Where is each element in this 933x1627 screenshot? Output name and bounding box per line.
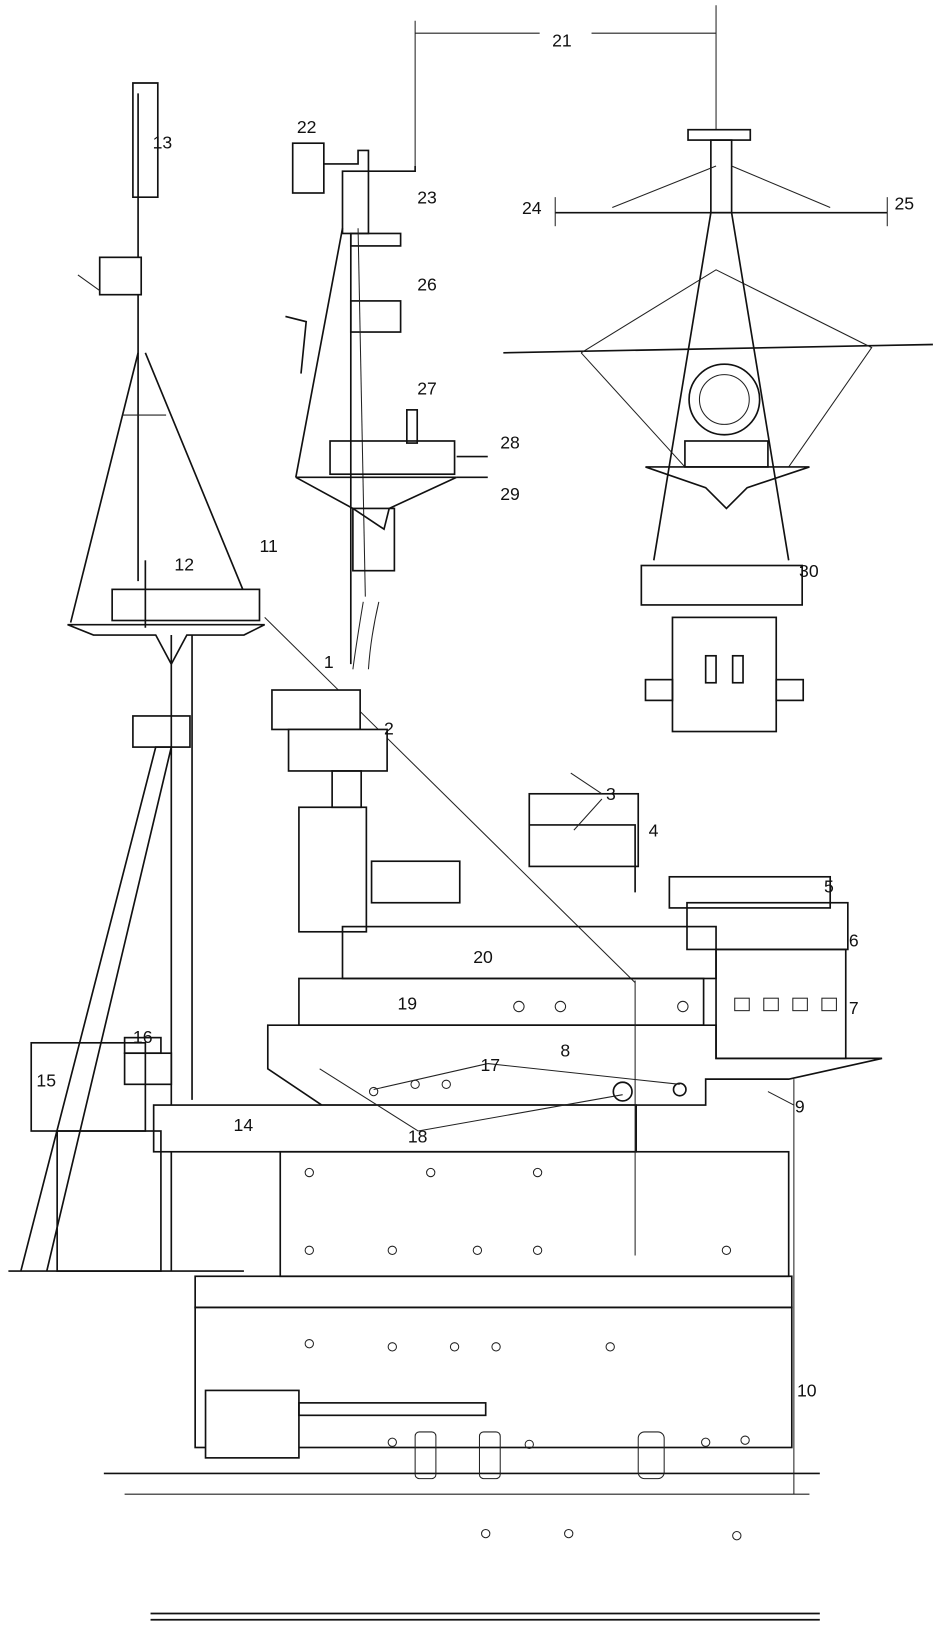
callout-13: 13 (153, 132, 173, 152)
callout-19: 19 (397, 994, 417, 1014)
callout-30: 30 (799, 561, 819, 581)
callout-28: 28 (500, 432, 520, 452)
callout-labels: 1 2 3 4 5 6 7 8 9 10 11 12 13 14 15 16 1… (36, 31, 914, 1401)
callout-20: 20 (473, 947, 493, 967)
callout-12: 12 (174, 555, 194, 575)
leader-lines (319, 772, 795, 1132)
callout-26: 26 (417, 275, 437, 295)
main-mast (20, 82, 636, 1272)
superstructure (8, 689, 883, 1621)
callout-23: 23 (417, 187, 437, 207)
mast-front-view (503, 5, 933, 733)
callout-2: 2 (384, 719, 394, 739)
callout-1: 1 (324, 652, 334, 672)
callout-17: 17 (481, 1055, 501, 1075)
callout-27: 27 (417, 378, 437, 398)
callout-7: 7 (849, 998, 859, 1018)
fore-mast-detail (285, 20, 717, 670)
callout-10: 10 (797, 1381, 817, 1401)
callout-4: 4 (649, 820, 659, 840)
callout-14: 14 (234, 1115, 254, 1135)
callout-24: 24 (522, 198, 542, 218)
callout-21: 21 (552, 31, 572, 51)
callout-8: 8 (560, 1040, 570, 1060)
callout-16: 16 (133, 1027, 153, 1047)
callout-25: 25 (895, 194, 915, 214)
windows (734, 997, 837, 1012)
callout-15: 15 (36, 1070, 56, 1090)
callout-18: 18 (408, 1126, 428, 1146)
callout-11: 11 (259, 536, 277, 556)
callout-6: 6 (849, 930, 859, 950)
callout-9: 9 (795, 1096, 805, 1116)
callout-29: 29 (500, 484, 520, 504)
callout-3: 3 (606, 784, 616, 804)
callout-5: 5 (824, 876, 834, 896)
portholes (304, 1000, 750, 1541)
callout-22: 22 (297, 117, 317, 137)
